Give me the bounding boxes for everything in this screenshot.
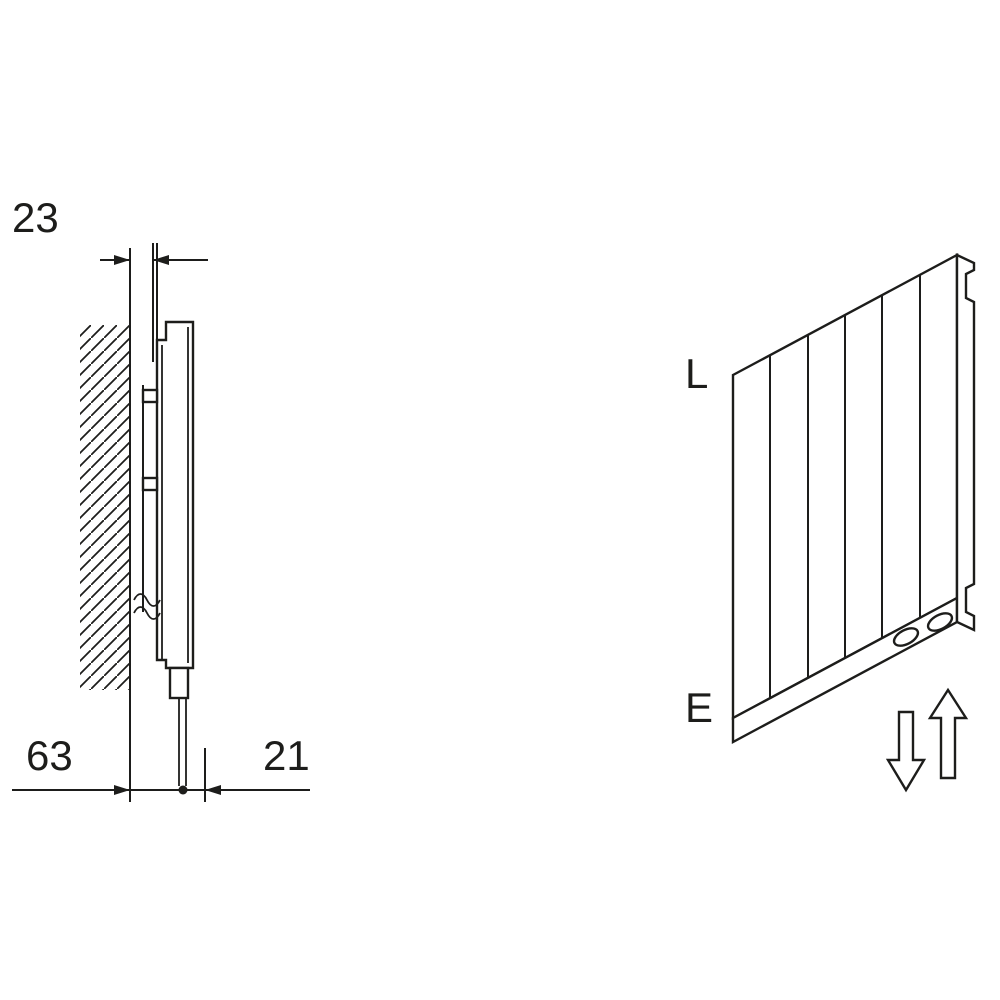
connection-port-right xyxy=(926,612,954,632)
radiator-side-face xyxy=(955,253,976,632)
dim-arrow-right-icon xyxy=(114,255,130,265)
wall-hatch xyxy=(80,325,130,690)
dim-bottom-left-label: 63 xyxy=(26,732,73,779)
dim-arrow-left-icon xyxy=(205,785,221,795)
cable-squiggle-top xyxy=(133,593,161,607)
bracket-hook-lower xyxy=(141,476,159,492)
flow-arrow-up-icon xyxy=(927,687,969,780)
dim-top-label: 23 xyxy=(12,194,59,241)
side-section-view: 23 63 21 xyxy=(12,194,310,802)
label-height-L: L xyxy=(685,350,708,397)
bracket-hook-upper xyxy=(141,388,159,404)
dim-arrow-right-icon xyxy=(114,785,130,795)
flow-arrow-down-icon xyxy=(885,710,927,793)
perspective-view: L E xyxy=(685,252,976,793)
dim-arrow-left-icon xyxy=(153,255,169,265)
dim-bottom-right-label: 21 xyxy=(263,732,310,779)
bottom-connection-block xyxy=(168,666,190,700)
connection-port-left xyxy=(892,627,920,647)
pipe-center-dot xyxy=(178,785,188,795)
cable-squiggle-bottom xyxy=(133,606,161,620)
label-inlet-E: E xyxy=(685,684,713,731)
